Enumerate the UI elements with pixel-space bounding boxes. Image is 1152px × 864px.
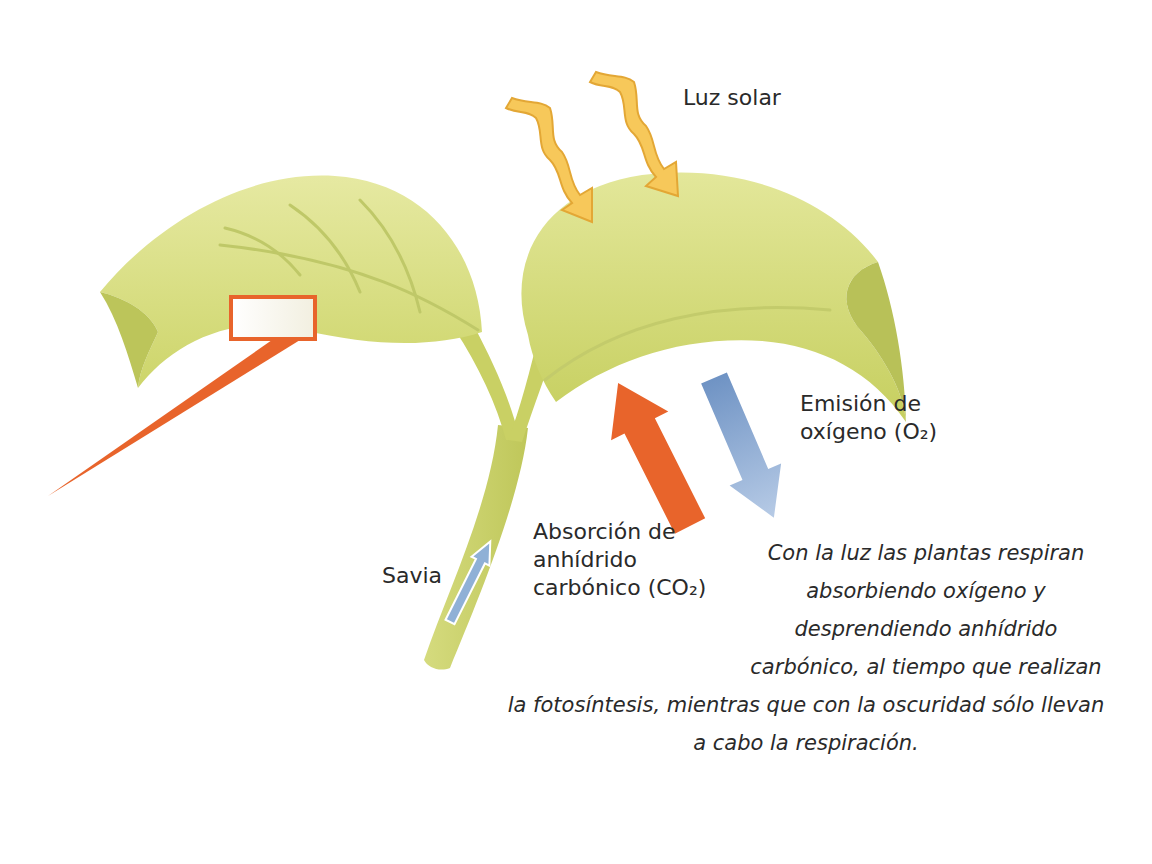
sap-label: Savia xyxy=(382,562,452,590)
stem xyxy=(424,425,528,670)
sunlight-arrows xyxy=(506,72,678,222)
co2-arrow xyxy=(590,369,719,541)
sap-arrow xyxy=(441,537,499,626)
detail-box xyxy=(231,297,315,339)
left-leaf xyxy=(100,176,482,388)
o2-arrow xyxy=(688,367,799,529)
left-leaf-curl xyxy=(100,292,158,388)
oxygen-label: Emisión de oxígeno (O₂) xyxy=(800,390,975,446)
carbon-dioxide-label: Absorción de anhídrido carbónico (CO₂) xyxy=(533,518,708,602)
left-petiole xyxy=(455,328,520,440)
explanation-note: Con la luz las plantas respiran absorbie… xyxy=(500,534,1112,762)
detail-pointer xyxy=(48,340,300,496)
light-label: Luz solar xyxy=(683,84,843,112)
leaf-veins xyxy=(545,308,830,380)
